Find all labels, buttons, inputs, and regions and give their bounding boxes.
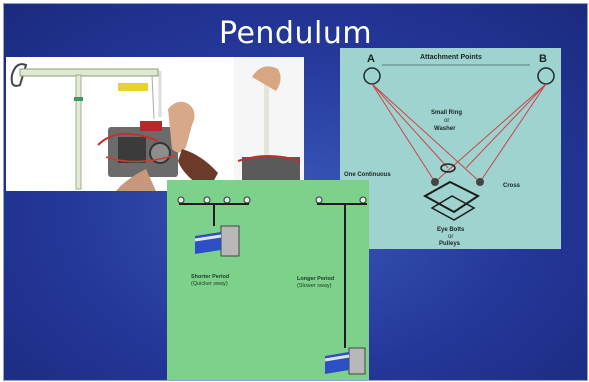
attachment-points-diagram: A B Attachment Points Small Ring or Wash…	[340, 48, 561, 249]
point-b-label: B	[539, 53, 547, 65]
shorter-period-subtitle: (Quicker sway)	[191, 281, 228, 287]
point-a-label: A	[367, 53, 375, 65]
longer-period-title: Longer Period	[297, 276, 335, 282]
pendulum-rig-photo	[6, 57, 304, 191]
pendulum-rig-illustration	[10, 57, 304, 191]
shorter-period-title: Shorter Period	[191, 274, 230, 280]
pulleys-label: Pulleys	[439, 241, 461, 247]
period-comparison-illustration	[177, 196, 367, 375]
pendulum-period-diagram: Shorter Period (Quicker sway) Longer Per…	[167, 180, 369, 380]
washer-label: Washer	[434, 126, 456, 132]
presentation-slide: Pendulum	[3, 3, 588, 381]
or-label-ring: or	[444, 118, 450, 124]
continuous-line-label: One Continuous	[344, 172, 391, 178]
slide-title: Pendulum	[218, 16, 373, 51]
attachment-lines-illustration	[363, 64, 555, 221]
longer-period-subtitle: (Slower sway)	[297, 283, 332, 289]
attachment-points-label: Attachment Points	[420, 54, 482, 61]
small-ring-label: Small Ring	[431, 110, 463, 116]
cross-label: Cross	[503, 183, 521, 189]
eye-bolts-label: Eye Bolts	[437, 227, 465, 233]
or-label-bolts: or	[448, 234, 454, 240]
